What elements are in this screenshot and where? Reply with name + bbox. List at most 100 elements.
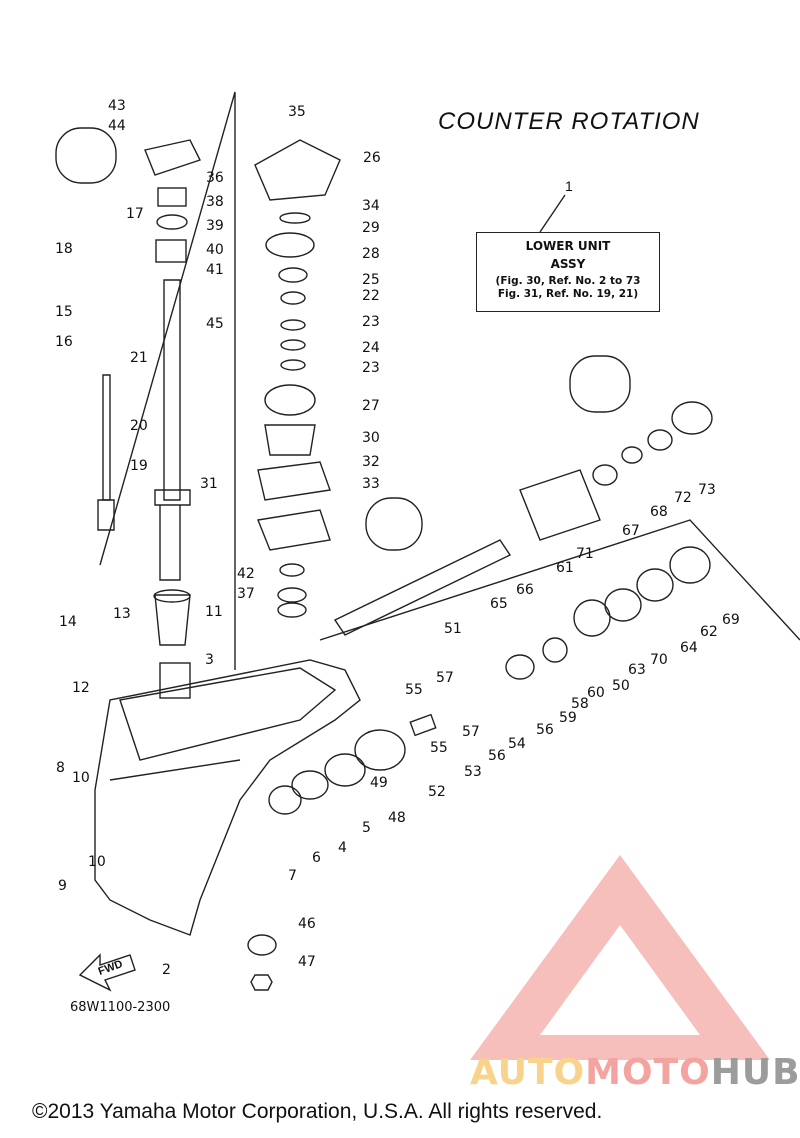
callout-number: 17	[126, 206, 144, 222]
ref-line4: Fig. 31, Ref. No. 19, 21)	[497, 288, 639, 300]
gasket-33	[257, 509, 331, 551]
ref-line1: LOWER UNIT	[525, 239, 611, 253]
callout-number: 41	[206, 262, 224, 278]
callout-number: 16	[55, 334, 73, 350]
callout-number: 71	[576, 546, 594, 562]
watermark-logo	[470, 855, 770, 1060]
callout-number: 7	[288, 868, 297, 884]
callout-number: 21	[130, 350, 148, 366]
ref-line3: (Fig. 30, Ref. No. 2 to 73	[495, 275, 641, 287]
callout-number: 64	[680, 640, 698, 656]
callout-number: 73	[698, 482, 716, 498]
callout-number: 42	[237, 566, 255, 582]
bearing-3	[159, 662, 191, 699]
callout-number: 13	[113, 606, 131, 622]
callout-number: 50	[612, 678, 630, 694]
callout-number: 39	[206, 218, 224, 234]
callout-number: 2	[162, 962, 171, 978]
callout-number: 66	[516, 582, 534, 598]
callout-number: 19	[130, 458, 148, 474]
sleeve	[154, 594, 191, 646]
callout-number: 34	[362, 198, 380, 214]
o-ring-28	[265, 232, 315, 258]
callout-number: 4	[338, 840, 347, 856]
copyright: ©2013 Yamaha Motor Corporation, U.S.A. A…	[32, 1100, 603, 1123]
callout-number: 15	[55, 304, 73, 320]
callout-number: 72	[674, 490, 692, 506]
callout-number: 36	[206, 170, 224, 186]
callout-number: 11	[205, 604, 223, 620]
bearing-62	[669, 546, 711, 584]
drive-shaft	[163, 279, 181, 501]
callout-number: 8	[56, 760, 65, 776]
callout-number: 35	[288, 104, 306, 120]
callout-number: 65	[490, 596, 508, 612]
bearing-housing	[519, 469, 601, 541]
ring-nut-73	[671, 401, 713, 435]
callout-number: 55	[405, 682, 423, 698]
oil-seal-39	[156, 214, 188, 230]
callout-number: 48	[388, 810, 406, 826]
callout-number: 54	[508, 736, 526, 752]
callout-number: 63	[628, 662, 646, 678]
callout-number: 52	[428, 784, 446, 800]
callout-number: 10	[88, 854, 106, 870]
plate-32	[257, 461, 331, 501]
o-ring-29	[279, 212, 311, 224]
watermark-part2: MOTO	[585, 1052, 711, 1093]
callout-number: 62	[700, 624, 718, 640]
insert-25	[278, 267, 308, 283]
callout-number: 70	[650, 652, 668, 668]
callout-number: 6	[312, 850, 321, 866]
seal-40	[155, 239, 187, 263]
callout-number: 14	[59, 614, 77, 630]
callout-number: 27	[362, 398, 380, 414]
drawing-code: 68W1100-2300	[70, 1000, 171, 1015]
dog-clutch-59	[505, 654, 535, 680]
impeller-housing-27	[264, 384, 316, 416]
watermark-text: AUTOMOTOHUB	[470, 1052, 800, 1093]
callout-number: 12	[72, 680, 90, 696]
nut-47	[250, 974, 273, 991]
callout-number: 9	[58, 878, 67, 894]
callout-number: 51	[444, 621, 462, 637]
callout-number: 56	[488, 748, 506, 764]
callout-number: 18	[55, 241, 73, 257]
ref-number: 1	[565, 178, 573, 194]
callout-number: 61	[556, 560, 574, 576]
callout-number: 23	[362, 314, 380, 330]
callout-number: 58	[571, 696, 589, 712]
impeller-30	[264, 424, 316, 456]
part-22	[280, 291, 306, 305]
callout-number: 37	[237, 586, 255, 602]
callout-number: 25	[362, 272, 380, 288]
water-pump-housing	[254, 139, 341, 201]
callout-number: 30	[362, 430, 380, 446]
callout-number: 10	[72, 770, 90, 786]
callout-number: 45	[206, 316, 224, 332]
shift-rod	[102, 374, 111, 501]
callout-number: 44	[108, 118, 126, 134]
gear-46	[247, 934, 277, 956]
fwd-arrow	[78, 953, 136, 992]
propeller-shaft	[333, 539, 512, 636]
callout-number: 57	[462, 724, 480, 740]
watermark-part3: HUB	[710, 1052, 800, 1093]
callout-number: 23	[362, 360, 380, 376]
callout-number: 40	[206, 242, 224, 258]
callout-number: 24	[362, 340, 380, 356]
callout-number: 55	[430, 740, 448, 756]
callout-number: 31	[200, 476, 218, 492]
housing-cap	[144, 139, 201, 176]
callout-number: 43	[108, 98, 126, 114]
bearing-38	[157, 187, 187, 207]
lower-unit-housing	[94, 659, 361, 936]
callout-number: 53	[464, 764, 482, 780]
callout-number: 56	[536, 722, 554, 738]
callout-number: 68	[650, 504, 668, 520]
diagram-title: COUNTER ROTATION	[438, 108, 700, 135]
callout-number: 46	[298, 916, 316, 932]
callout-number: 22	[362, 288, 380, 304]
callout-number: 69	[722, 612, 740, 628]
